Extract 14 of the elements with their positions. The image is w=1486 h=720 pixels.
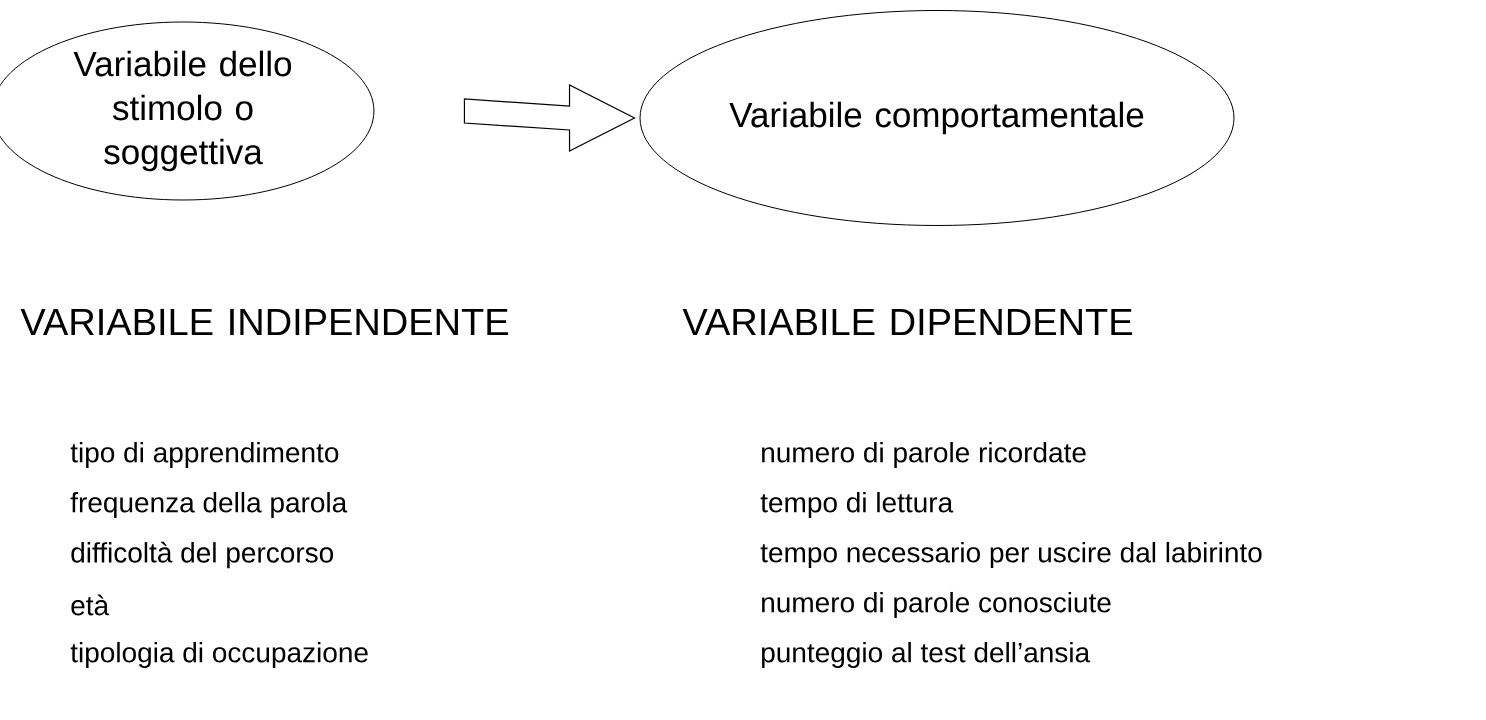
block-arrow	[463, 84, 636, 152]
list-item: tipo di apprendimento	[70, 441, 339, 469]
list-item: età	[71, 594, 110, 616]
heading: VARIABILE DIPENDENTE	[682, 308, 1132, 336]
list-item: tempo di lettura	[760, 491, 954, 519]
list-item: frequenza della parola	[70, 491, 348, 519]
list-item: tipologia di occupazione	[70, 641, 368, 669]
list-item: numero di parole conosciute	[762, 591, 1111, 619]
list-item: numero di parole ricordate	[762, 441, 1086, 469]
list-item: tempo necessario per uscire dal labirinto	[760, 541, 1262, 569]
heading: VARIABILE INDIPENDENTE	[20, 308, 508, 336]
list-item: difficoltà del percorso	[71, 541, 334, 569]
ellipse-node: Variabile comportamentale	[639, 10, 1235, 226]
list-item: punteggio al test dell’ansia	[762, 641, 1091, 669]
